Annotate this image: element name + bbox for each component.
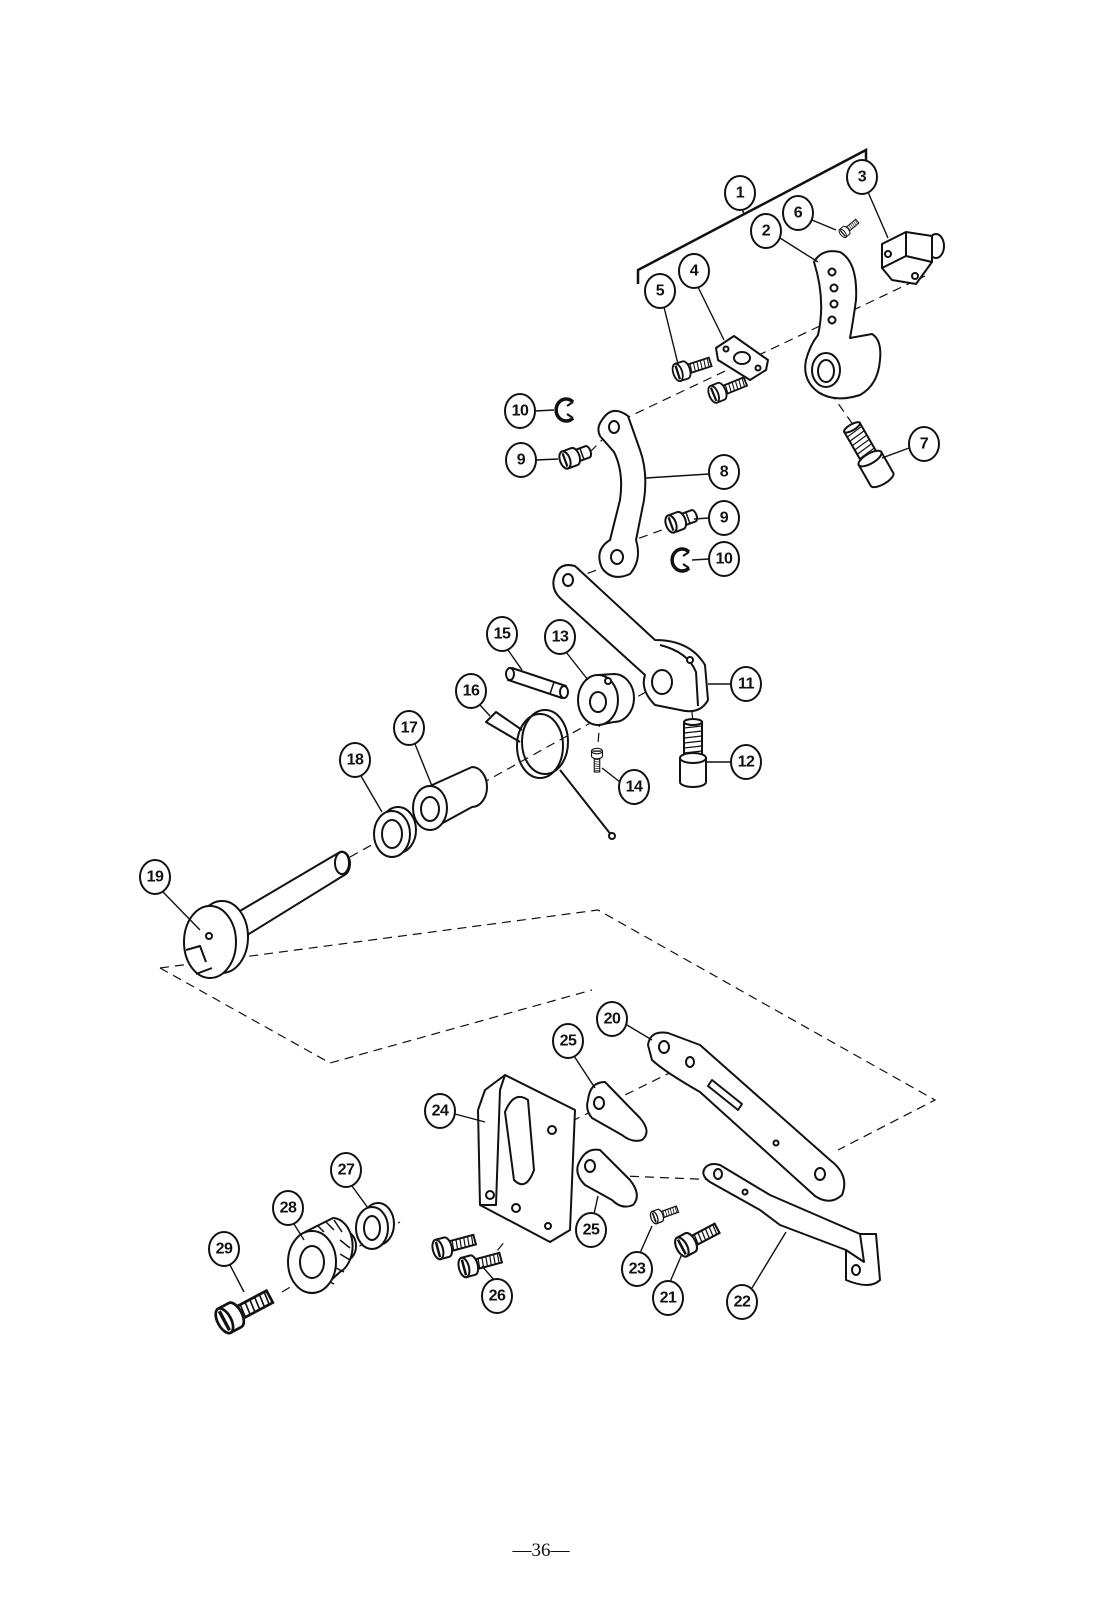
part-19-shaft	[183, 850, 351, 979]
callout-label: 18	[347, 752, 364, 769]
part-17-bushing	[412, 766, 488, 831]
callout-label: 20	[604, 1011, 621, 1028]
callout-label: 2	[762, 223, 771, 240]
part-15-pin	[505, 667, 569, 699]
part-26-screw	[455, 1246, 505, 1280]
callout-9-upper: 9	[505, 442, 537, 478]
part-20-lever	[647, 1031, 846, 1202]
callout-label: 24	[432, 1103, 449, 1120]
callout-label: 5	[656, 283, 665, 300]
part-18-washer	[373, 806, 417, 858]
part-8-link	[597, 409, 647, 578]
callout-3: 3	[846, 159, 878, 195]
leader-lines	[162, 191, 910, 1293]
callout-label: 19	[147, 869, 164, 886]
callout-label: 16	[463, 683, 480, 700]
callout-8: 8	[708, 454, 740, 490]
callout-20: 20	[596, 1001, 628, 1037]
callout-15: 15	[486, 616, 518, 652]
callout-10-right: 10	[708, 541, 740, 577]
callout-26: 26	[481, 1278, 513, 1314]
part-29-shoulder-screw	[210, 1283, 278, 1338]
callout-21: 21	[652, 1280, 684, 1316]
part-9-stud	[662, 505, 701, 536]
part-25-cam	[576, 1148, 638, 1208]
callout-9-right: 9	[708, 500, 740, 536]
callout-25-upper: 25	[552, 1023, 584, 1059]
part-25-cam	[586, 1081, 648, 1142]
callout-27: 27	[330, 1152, 362, 1188]
part-13-collar	[577, 673, 635, 726]
callout-label: 29	[216, 1241, 233, 1258]
part-16-torsion-spring	[485, 709, 616, 840]
part-14-set-screw	[590, 747, 604, 773]
callout-14: 14	[618, 769, 650, 805]
callout-label: 10	[716, 551, 733, 568]
callout-4: 4	[678, 253, 710, 289]
part-9-stud	[556, 441, 595, 472]
callout-label: 3	[858, 169, 867, 186]
callout-label: 25	[583, 1222, 600, 1239]
part-22-bracket	[702, 1163, 881, 1286]
callout-label: 14	[626, 779, 643, 796]
callout-22: 22	[726, 1284, 758, 1320]
callout-label: 22	[734, 1294, 751, 1311]
part-10-e-ring	[554, 397, 575, 423]
callout-label: 25	[560, 1033, 577, 1050]
part-11-crank	[552, 564, 709, 713]
part-28-knurled-nut	[287, 1217, 357, 1294]
part-21-screw	[670, 1217, 724, 1261]
callout-24: 24	[424, 1093, 456, 1129]
callout-13: 13	[544, 619, 576, 655]
callout-label: 8	[720, 464, 729, 481]
callout-19: 19	[139, 859, 171, 895]
callout-1: 1	[724, 175, 756, 211]
part-27-washer	[355, 1202, 395, 1250]
callout-label: 15	[494, 626, 511, 643]
part-6-screw	[837, 216, 862, 240]
callout-label: 26	[489, 1288, 506, 1305]
part-24-plate	[477, 1074, 576, 1243]
callout-label: 9	[720, 510, 729, 527]
callout-label: 7	[920, 436, 929, 453]
page-number: —36—	[512, 1540, 571, 1561]
callout-6: 6	[782, 195, 814, 231]
callout-23: 23	[621, 1251, 653, 1287]
callout-17: 17	[393, 710, 425, 746]
callout-label: 23	[629, 1261, 646, 1278]
callout-label: 28	[280, 1200, 297, 1217]
callout-2: 2	[750, 213, 782, 249]
part-12-cap-screw	[679, 718, 707, 788]
callout-7: 7	[908, 426, 940, 462]
callout-29: 29	[208, 1231, 240, 1267]
callout-16: 16	[455, 673, 487, 709]
callout-12: 12	[730, 744, 762, 780]
callout-label: 27	[338, 1162, 355, 1179]
callout-label: 12	[738, 754, 755, 771]
callout-label: 9	[517, 452, 526, 469]
part-23-screw	[648, 1202, 681, 1226]
callout-label: 11	[738, 676, 755, 693]
callout-label: 1	[736, 185, 745, 202]
callout-25-lower: 25	[575, 1212, 607, 1248]
callout-11: 11	[730, 666, 762, 702]
part-5-screw	[705, 372, 750, 406]
callout-label: 10	[512, 403, 529, 420]
assembly-1-bracket	[636, 147, 868, 284]
callout-18: 18	[339, 742, 371, 778]
callout-label: 13	[552, 629, 569, 646]
part-4-plate	[715, 335, 769, 381]
callout-label: 17	[401, 720, 418, 737]
part-10-e-ring	[670, 547, 691, 573]
callout-10-upper: 10	[504, 393, 536, 429]
callout-label: 6	[794, 205, 803, 222]
callout-label: 21	[660, 1290, 677, 1307]
part-7-cap-screw	[838, 417, 897, 492]
callout-28: 28	[272, 1190, 304, 1226]
part-3-block	[881, 231, 945, 285]
callout-label: 4	[690, 263, 699, 280]
callout-5: 5	[644, 273, 676, 309]
part-2-arm	[804, 250, 882, 400]
